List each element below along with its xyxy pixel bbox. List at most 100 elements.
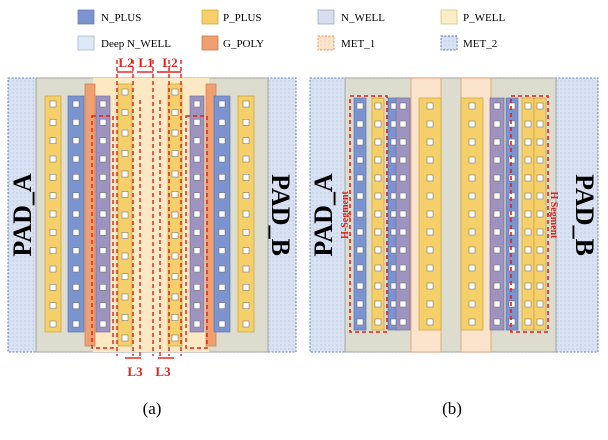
contact-square (171, 273, 179, 280)
contact-square (493, 120, 501, 128)
contact-square (399, 318, 407, 326)
legend-item-p-plus: P_PLUS (201, 9, 262, 25)
contact-square (374, 246, 382, 254)
contact-square (49, 284, 57, 291)
contact-square (493, 102, 501, 110)
contact-square (399, 102, 407, 110)
contact-square (121, 191, 129, 198)
contact-square (374, 138, 382, 146)
contact-square (242, 247, 250, 254)
contact-square (49, 192, 57, 199)
contact-square (356, 210, 364, 218)
contact-square (356, 174, 364, 182)
contact-square (374, 210, 382, 218)
contact-square (426, 264, 434, 272)
contact-square (171, 150, 179, 157)
legend-item-n-well: N_WELL (317, 9, 385, 25)
contact-square (49, 119, 57, 126)
contact-square (508, 318, 516, 326)
contact-square (218, 192, 226, 199)
legend-label-met-1: MET_1 (341, 38, 375, 50)
contact-square (493, 264, 501, 272)
contact-square (374, 300, 382, 308)
contact-square (72, 320, 80, 328)
contact-square (493, 246, 501, 254)
dim-label-l3-right: L3 (155, 364, 171, 379)
contact-square (524, 174, 532, 182)
contact-square (99, 100, 107, 108)
contact-square (508, 156, 516, 164)
contact-square (99, 192, 107, 199)
contact-square (356, 318, 364, 326)
contact-square (508, 264, 516, 272)
contact-square (426, 138, 434, 146)
contact-square (426, 300, 434, 308)
contact-square (426, 210, 434, 218)
contact-square (536, 228, 544, 236)
contact-square (426, 102, 434, 110)
contact-square (374, 174, 382, 182)
contact-square (72, 155, 80, 163)
contact-square (374, 318, 382, 326)
contact-square (121, 109, 129, 116)
contact-square (399, 282, 407, 290)
contact-square (99, 155, 107, 163)
pad-a-label: PAD_A (309, 173, 338, 257)
contact-square (493, 156, 501, 164)
contact-square (524, 300, 532, 308)
contact-square (218, 210, 226, 218)
segment-label-right: H Segment (548, 192, 559, 240)
contact-square (218, 302, 226, 309)
contact-square (242, 119, 250, 126)
contact-square (536, 174, 544, 182)
contact-square (171, 170, 179, 178)
legend-item-met-2: MET_2 (440, 35, 497, 51)
contact-square (426, 282, 434, 290)
contact-square (49, 174, 57, 181)
contact-square (49, 229, 57, 236)
contact-square (468, 192, 476, 200)
contact-square (426, 246, 434, 254)
contact-square (242, 174, 250, 181)
contact-square (171, 293, 179, 301)
contact-square (49, 320, 57, 328)
contact-square (121, 314, 129, 321)
contact-square (171, 191, 179, 198)
contact-square (242, 192, 250, 199)
contact-square (399, 210, 407, 218)
contact-square (121, 273, 129, 280)
pad-b-label: PAD_B (570, 174, 599, 256)
contact-square (218, 174, 226, 181)
contact-square (49, 302, 57, 309)
contact-square (508, 246, 516, 254)
contact-square (399, 138, 407, 146)
contact-square (399, 120, 407, 128)
contact-square (399, 300, 407, 308)
legend-swatch-n-plus (77, 9, 95, 25)
contact-square (121, 211, 129, 219)
contact-square (426, 174, 434, 182)
legend-swatch-p-plus (201, 9, 219, 25)
contact-square (193, 320, 201, 328)
legend-item-p-well: P_WELL (440, 9, 505, 25)
contact-square (524, 102, 532, 110)
segment-label-left: H-Segment (340, 190, 351, 238)
pad-b-label: PAD_B (266, 174, 295, 256)
contact-square (508, 120, 516, 128)
contact-square (399, 174, 407, 182)
legend-label-n-well: N_WELL (341, 12, 385, 24)
contact-square (72, 284, 80, 291)
contact-square (193, 229, 201, 236)
contact-square (468, 246, 476, 254)
contact-square (468, 102, 476, 110)
contact-square (72, 137, 80, 144)
dim-label-l2-right: L2 (162, 55, 177, 70)
contact-square (242, 320, 250, 328)
contact-square (356, 102, 364, 110)
legend-label-n-plus: N_PLUS (101, 12, 141, 24)
contact-square (193, 174, 201, 181)
contact-square (536, 264, 544, 272)
contact-square (524, 156, 532, 164)
contact-square (493, 174, 501, 182)
contact-square (493, 282, 501, 290)
